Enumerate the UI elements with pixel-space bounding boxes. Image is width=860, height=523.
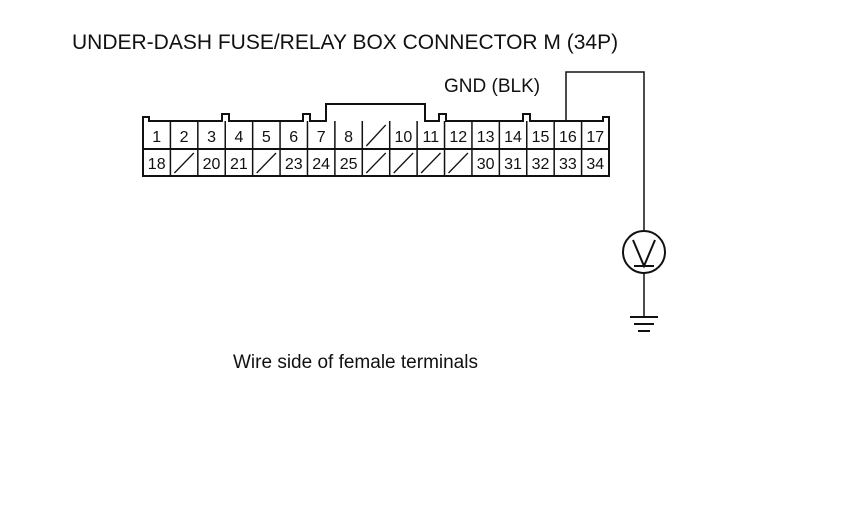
voltmeter-icon [622,230,666,274]
terminal-10: 10 [395,129,413,146]
terminal-31: 31 [504,156,522,173]
terminal-18: 18 [148,156,166,173]
terminal-1: 1 [152,129,161,146]
empty-cavity-slash [365,124,387,147]
terminal-15: 15 [532,129,550,146]
empty-cavity-slash [365,152,387,174]
terminal-11: 11 [423,129,440,146]
ground-icon [630,316,658,332]
terminal-34: 34 [586,156,604,173]
terminal-8: 8 [344,129,353,146]
terminal-17: 17 [586,129,604,146]
terminal-24: 24 [312,156,330,173]
terminal-4: 4 [234,129,243,146]
terminal-2: 2 [180,129,189,146]
diagram-title: UNDER-DASH FUSE/RELAY BOX CONNECTOR M (3… [72,31,618,54]
terminal-21: 21 [230,156,248,173]
terminal-32: 32 [532,156,550,173]
terminal-25: 25 [340,156,358,173]
terminal-12: 12 [449,129,467,146]
terminal-7: 7 [317,129,326,146]
terminal-6: 6 [289,129,298,146]
empty-cavity-slash [256,152,277,174]
empty-cavity-slash [448,152,469,174]
gnd-label: GND (BLK) [444,76,540,97]
terminal-23: 23 [285,156,303,173]
terminal-16: 16 [559,129,577,146]
terminal-33: 33 [559,156,577,173]
terminal-30: 30 [477,156,495,173]
terminal-14: 14 [504,129,522,146]
empty-cavity-slash [420,152,441,174]
terminal-20: 20 [203,156,221,173]
terminal-5: 5 [262,129,271,146]
terminal-3: 3 [207,129,216,146]
caption: Wire side of female terminals [233,352,478,373]
empty-cavity-slash [173,152,195,174]
probe-wire [565,71,645,230]
terminal-13: 13 [477,129,495,146]
empty-cavity-slash [393,152,414,174]
